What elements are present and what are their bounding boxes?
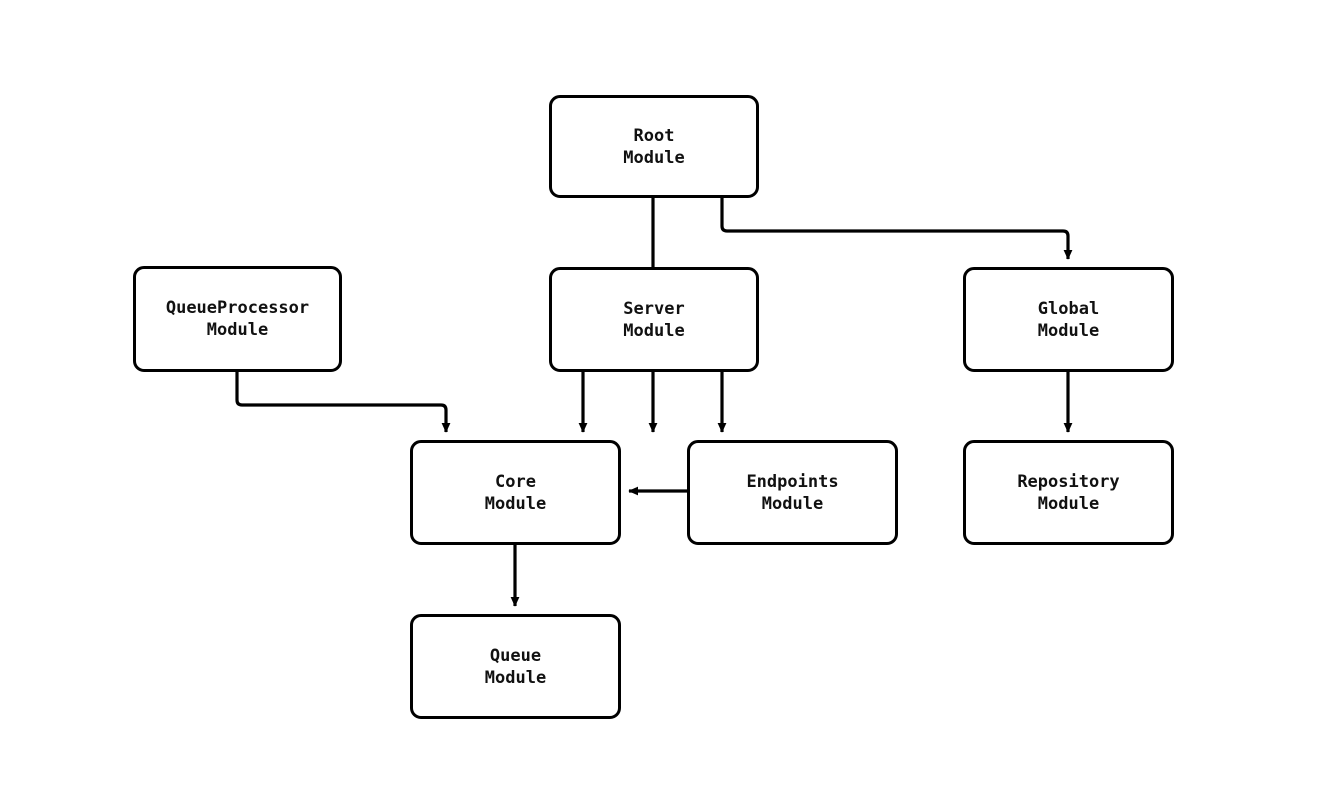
node-queue-module[interactable]: Queue Module bbox=[410, 614, 621, 719]
node-endpoints-module-label: Endpoints Module bbox=[746, 471, 839, 514]
node-global-module[interactable]: Global Module bbox=[963, 267, 1174, 372]
node-endpoints-module[interactable]: Endpoints Module bbox=[687, 440, 898, 545]
edge-root-to-global bbox=[720, 198, 1073, 260]
node-root-module[interactable]: Root Module bbox=[549, 95, 759, 198]
node-queue-module-label: Queue Module bbox=[484, 645, 547, 688]
node-core-module[interactable]: Core Module bbox=[410, 440, 621, 545]
node-root-module-label: Root Module bbox=[623, 125, 685, 168]
node-repository-module-label: Repository Module bbox=[1017, 471, 1120, 514]
node-repository-module[interactable]: Repository Module bbox=[963, 440, 1174, 545]
node-queueprocessor-module[interactable]: QueueProcessor Module bbox=[133, 266, 342, 372]
node-core-module-label: Core Module bbox=[484, 471, 547, 514]
node-queueprocessor-module-label: QueueProcessor Module bbox=[165, 298, 310, 340]
edge-queueprocessor-to-core bbox=[235, 372, 451, 433]
node-server-module-label: Server Module bbox=[623, 298, 685, 341]
node-server-module[interactable]: Server Module bbox=[549, 267, 759, 372]
node-global-module-label: Global Module bbox=[1037, 298, 1100, 341]
